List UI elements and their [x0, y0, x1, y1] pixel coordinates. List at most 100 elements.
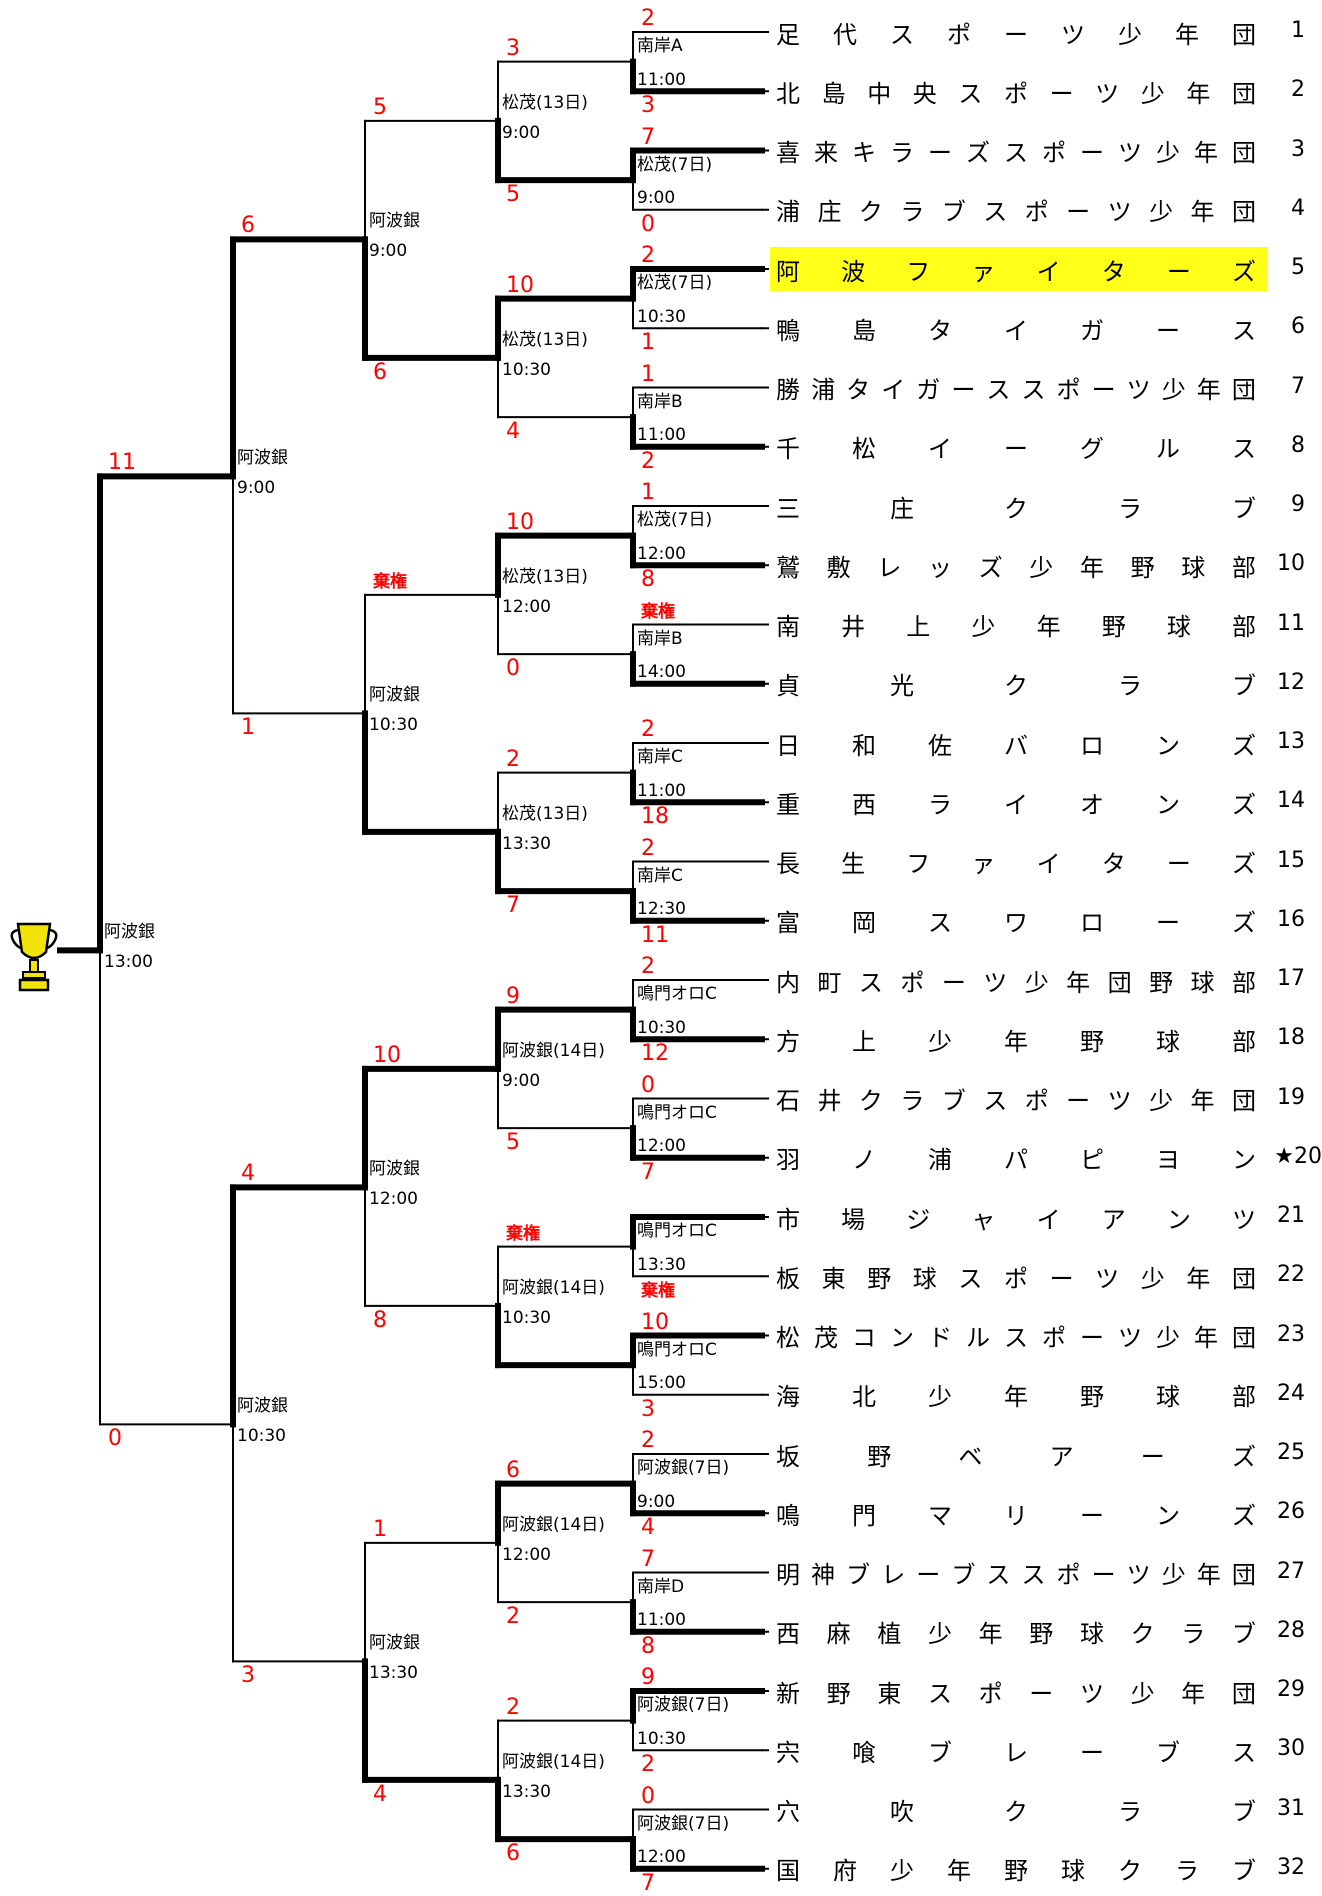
score-top: 10 — [506, 509, 534, 535]
team-name: 日和佐バロンズ — [776, 731, 1256, 760]
match-time: 10:30 — [637, 306, 686, 327]
score-top: 6 — [241, 213, 255, 239]
match-time: 10:30 — [502, 1307, 551, 1328]
score-bottom: 8 — [373, 1307, 387, 1333]
score-bottom: 7 — [641, 1159, 655, 1185]
score-bottom: 0 — [108, 1426, 122, 1452]
match-time: 9:00 — [237, 478, 276, 499]
match-time: 9:00 — [637, 188, 676, 209]
match-time: 10:30 — [637, 1017, 686, 1038]
team-name: 鳴門マリーンズ — [776, 1501, 1256, 1530]
team-row: 富岡スワローズ — [770, 899, 1268, 943]
score-bottom: 2 — [506, 1604, 520, 1630]
team-row: 三庄クラブ — [770, 484, 1268, 528]
team-row: 重西ライオンズ — [770, 780, 1268, 824]
team-name: 新野東スポーツ少年団 — [776, 1679, 1256, 1708]
score-top: 7 — [641, 1546, 655, 1572]
team-row: 勝浦タイガーススポーツ少年団 — [770, 366, 1268, 410]
team-seed: 7 — [1291, 373, 1305, 399]
score-bottom: 4 — [506, 419, 520, 445]
match-venue: 阿波銀(14日) — [502, 1277, 605, 1298]
score-top: 2 — [641, 6, 655, 31]
team-name: 方上少年野球部 — [776, 1027, 1256, 1056]
match-time: 10:30 — [237, 1426, 286, 1447]
team-name: 阿波ファイターズ — [776, 257, 1256, 286]
team-row: 松茂コンドルスポーツ少年団 — [770, 1314, 1268, 1358]
match-venue: 松茂(7日) — [637, 273, 713, 293]
score-top: 1 — [373, 1516, 387, 1542]
score-bottom: 3 — [641, 1396, 655, 1422]
match-venue: 阿波銀 — [369, 1633, 420, 1654]
team-seed: 11 — [1277, 610, 1305, 636]
score-bottom: 8 — [641, 1633, 655, 1659]
match-venue: 南岸B — [637, 391, 683, 412]
score-bottom: 6 — [373, 359, 387, 385]
team-row: 北島中央スポーツ少年団 — [770, 69, 1268, 113]
match-time: 10:30 — [369, 715, 418, 736]
match-venue: 阿波銀(7日) — [637, 1813, 730, 1834]
match-venue: 松茂(7日) — [637, 154, 713, 175]
team-seed: 31 — [1277, 1795, 1305, 1821]
score-top: 6 — [506, 1457, 520, 1483]
match-venue: 松茂(7日) — [637, 510, 713, 530]
match-time: 12:30 — [637, 899, 686, 920]
score-top: 5 — [373, 94, 387, 120]
team-name: 宍喰ブレーブス — [776, 1738, 1256, 1767]
team-seed: 27 — [1277, 1558, 1305, 1584]
team-name: 坂野ベアーズ — [776, 1442, 1256, 1471]
team-row: 西麻植少年野球クラブ — [770, 1610, 1268, 1654]
team-row: 貞光クラブ — [770, 662, 1268, 706]
score-bottom: 棄権 — [641, 1281, 675, 1302]
match-time: 13:30 — [369, 1663, 418, 1684]
match-venue: 阿波銀 — [369, 685, 420, 706]
match-venue: 松茂(13日) — [502, 329, 588, 350]
match-time: 11:00 — [637, 425, 686, 446]
team-seed: 5 — [1291, 255, 1305, 280]
match-venue: 南岸C — [637, 865, 683, 886]
score-top: 9 — [506, 983, 520, 1009]
match-time: 11:00 — [637, 1610, 686, 1631]
score-top: 2 — [506, 1694, 520, 1720]
score-top: 0 — [641, 1072, 655, 1098]
team-name: 浦庄クラブスポーツ少年団 — [776, 198, 1256, 227]
team-row: 坂野ベアーズ — [770, 1432, 1268, 1476]
team-row: 石井クラブスポーツ少年団 — [770, 1077, 1268, 1121]
match-venue: 阿波銀(14日) — [502, 1751, 605, 1772]
score-bottom: 8 — [641, 567, 655, 593]
team-seed: 24 — [1277, 1380, 1305, 1406]
team-row: 海北少年野球部 — [770, 1373, 1268, 1417]
team-seed: 8 — [1291, 432, 1305, 458]
match-time: 12:00 — [637, 543, 686, 564]
match-time: 9:00 — [502, 122, 541, 143]
match-venue: 松茂(13日) — [502, 92, 588, 113]
team-name: 喜来キラーズスポーツ少年団 — [776, 139, 1256, 167]
team-name: 市場ジャイアンツ — [776, 1205, 1256, 1234]
team-seed: 17 — [1277, 966, 1305, 991]
score-top: 2 — [641, 717, 655, 742]
score-top: 2 — [641, 243, 655, 268]
score-bottom: 6 — [506, 1841, 520, 1867]
match-venue: 南岸A — [637, 36, 683, 56]
team-seed: 2 — [1291, 77, 1305, 103]
team-row: 南井上少年野球部 — [770, 603, 1268, 647]
team-seed: 16 — [1277, 906, 1305, 932]
score-top: 10 — [641, 1309, 669, 1335]
team-name: 明神ブレーブススポーツ少年団 — [776, 1561, 1256, 1589]
team-row: 宍喰ブレーブス — [770, 1728, 1268, 1772]
match-venue: 阿波銀 — [104, 922, 155, 943]
team-name: 北島中央スポーツ少年団 — [776, 79, 1256, 108]
match-time: 12:00 — [502, 1544, 551, 1565]
match-time: 13:00 — [104, 952, 153, 973]
score-top: 9 — [641, 1665, 655, 1690]
score-top: 7 — [641, 124, 655, 150]
match-venue: 阿波銀 — [369, 1159, 420, 1180]
score-bottom: 2 — [641, 448, 655, 474]
score-top: 1 — [641, 361, 655, 387]
score-top: 10 — [373, 1042, 401, 1068]
team-seed: 25 — [1277, 1440, 1305, 1465]
team-row: 足代スポーツ少年団 — [770, 10, 1268, 54]
team-row: 明神ブレーブススポーツ少年団 — [770, 1551, 1268, 1595]
score-bottom: 5 — [506, 182, 520, 208]
match-time: 12:00 — [637, 1136, 686, 1157]
team-seed: 9 — [1291, 492, 1305, 517]
